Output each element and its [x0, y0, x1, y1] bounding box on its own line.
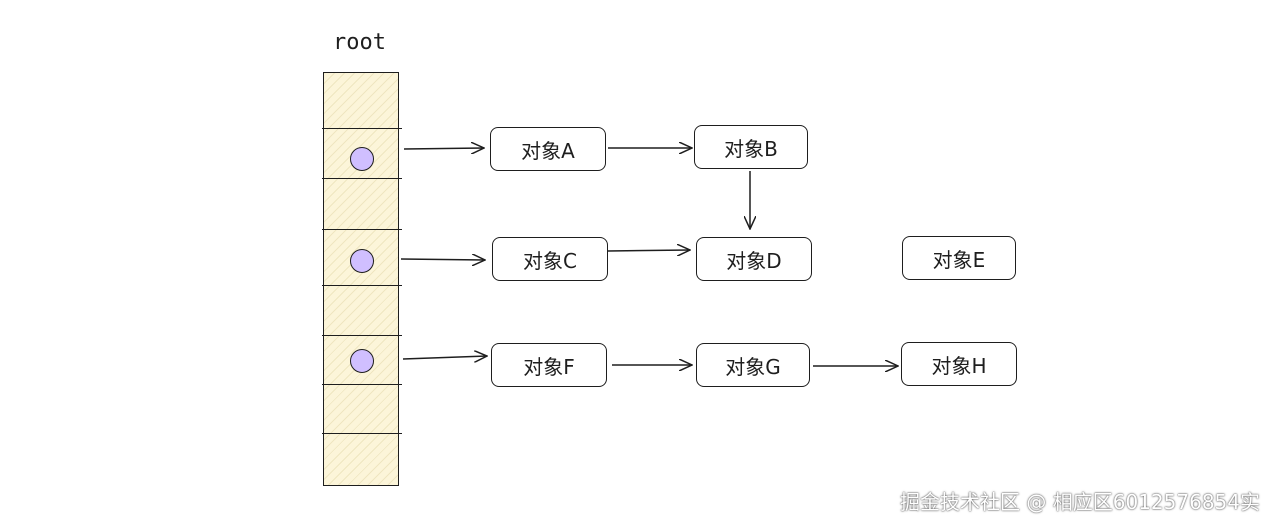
- stack-slot-divider: [322, 178, 402, 179]
- arrow-root-to-a: [403, 148, 484, 149]
- root-label: root: [333, 30, 386, 55]
- object-d-box: 对象D: [696, 237, 812, 281]
- object-c-box: 对象C: [492, 237, 608, 281]
- stack-slot-divider: [322, 335, 402, 336]
- arrow-c-to-d: [607, 250, 690, 251]
- stack-slot-divider: [322, 229, 402, 230]
- object-f-box: 对象F: [491, 343, 607, 387]
- root-reference-dot: [350, 147, 374, 171]
- stack-slot-divider: [322, 128, 402, 129]
- stack-slot-divider: [322, 433, 402, 434]
- source-watermark: 掘金技术社区 @ 相应区6012576854实: [900, 490, 1260, 514]
- root-reference-dot: [350, 249, 374, 273]
- root-reference-dot: [350, 349, 374, 373]
- object-g-box: 对象G: [696, 343, 810, 387]
- arrow-root-to-c: [400, 259, 485, 260]
- stack-slot-divider: [322, 384, 402, 385]
- object-e-box: 对象E: [902, 236, 1016, 280]
- stack-slot-divider: [322, 285, 402, 286]
- object-b-box: 对象B: [694, 125, 808, 169]
- object-a-box: 对象A: [490, 127, 606, 171]
- object-h-box: 对象H: [901, 342, 1017, 386]
- root-set-stack: [322, 72, 402, 486]
- arrow-root-to-f: [402, 356, 487, 359]
